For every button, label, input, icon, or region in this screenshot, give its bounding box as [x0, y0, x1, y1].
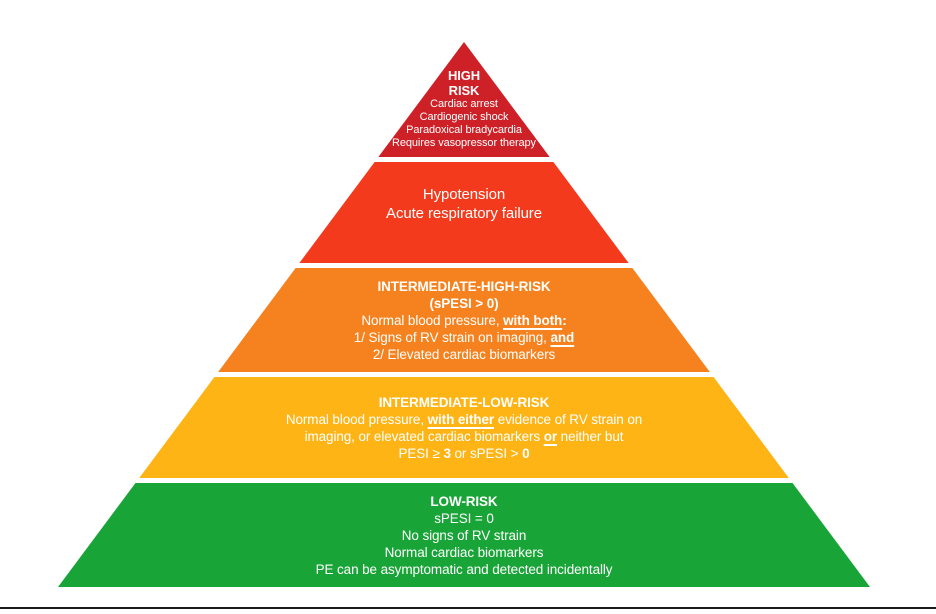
- text-segment: or: [543, 428, 558, 444]
- band-text-line: Normal cardiac biomarkers: [385, 544, 544, 561]
- text-segment: 0: [522, 445, 530, 461]
- text-segment: 1/ Signs of RV strain on imaging,: [353, 329, 551, 345]
- figure-bottom-rule: [0, 607, 936, 609]
- text-segment: Normal blood pressure,: [361, 312, 504, 328]
- text-segment: HIGH: [447, 68, 481, 83]
- band-text-line: imaging, or elevated cardiac biomarkers …: [305, 428, 624, 445]
- text-segment: 3: [443, 445, 451, 461]
- text-segment: Cardiac arrest: [430, 98, 498, 110]
- band-heading-line: RISK: [449, 83, 480, 98]
- band-text-line: 1/ Signs of RV strain on imaging, and: [353, 329, 575, 346]
- text-segment: Hypotension: [422, 185, 506, 203]
- text-segment: PESI ≥: [398, 445, 444, 461]
- band-text-line: Paradoxical bradycardia: [406, 124, 522, 137]
- text-segment: Cardiogenic shock: [419, 111, 509, 123]
- text-segment: INTERMEDIATE-HIGH-RISK: [377, 278, 551, 294]
- band-text-line: Requires vasopressor therapy: [392, 137, 536, 150]
- text-segment: Requires vasopressor therapy: [392, 137, 536, 149]
- text-segment: (sPESI > 0): [429, 295, 499, 311]
- text-segment: Acute respiratory failure: [386, 204, 542, 222]
- band-text-line: Cardiac arrest: [430, 98, 498, 111]
- band-heading-line: (sPESI > 0): [429, 295, 498, 312]
- text-segment: No signs of RV strain: [401, 527, 527, 543]
- band-text-line: Normal blood pressure, with either evide…: [286, 411, 642, 428]
- text-segment: LOW-RISK: [430, 493, 498, 509]
- text-segment: with either: [427, 411, 495, 427]
- text-segment: or sPESI >: [450, 445, 523, 461]
- band-heading-line: HIGH: [448, 68, 480, 83]
- text-segment: Normal cardiac biomarkers: [384, 544, 544, 560]
- text-segment: INTERMEDIATE-LOW-RISK: [378, 394, 550, 410]
- text-segment: imaging, or elevated cardiac biomarkers: [304, 428, 544, 444]
- band-heading-line: INTERMEDIATE-HIGH-RISK: [377, 278, 550, 295]
- band-heading-line: LOW-RISK: [430, 493, 497, 510]
- text-segment: Paradoxical bradycardia: [406, 124, 522, 136]
- text-segment: sPESI = 0: [434, 510, 494, 526]
- band-text-line: Acute respiratory failure: [386, 204, 542, 223]
- text-segment: 2/ Elevated cardiac biomarkers: [372, 346, 556, 362]
- text-segment: and: [550, 329, 575, 345]
- band-text-line: PESI ≥ 3 or sPESI > 0: [398, 445, 529, 462]
- text-segment: :: [562, 312, 567, 328]
- band-intermediate-high-risk: INTERMEDIATE-HIGH-RISK(sPESI > 0)Normal …: [58, 268, 870, 372]
- text-segment: PE can be asymptomatic and detected inci…: [315, 561, 613, 577]
- text-segment: with both: [503, 312, 563, 328]
- band-text-line: sPESI = 0: [434, 510, 494, 527]
- text-segment: neither but: [557, 428, 624, 444]
- band-text-line: PE can be asymptomatic and detected inci…: [316, 561, 613, 578]
- band-text-line: Cardiogenic shock: [420, 111, 509, 124]
- band-text-line: No signs of RV strain: [401, 527, 527, 544]
- text-segment: evidence of RV strain on: [494, 411, 643, 427]
- text-segment: Normal blood pressure,: [285, 411, 428, 427]
- band-heading-line: INTERMEDIATE-LOW-RISK: [379, 394, 550, 411]
- band-text-line: Normal blood pressure, with both:: [361, 312, 566, 329]
- band-text-line: 2/ Elevated cardiac biomarkers: [373, 346, 555, 363]
- text-segment: RISK: [448, 83, 480, 98]
- band-text-line: Hypotension: [423, 185, 505, 204]
